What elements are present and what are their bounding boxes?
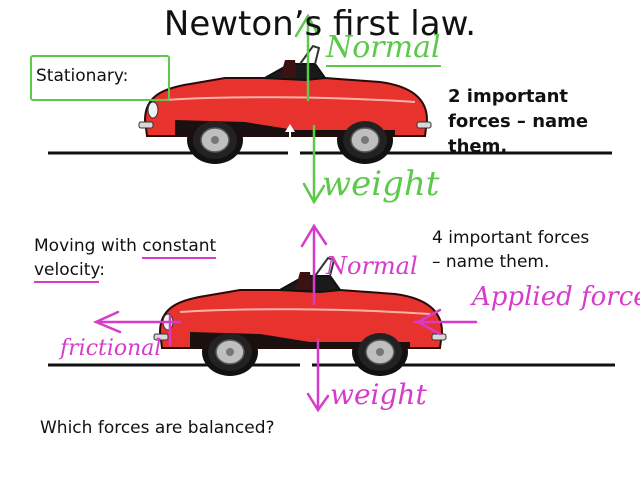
bottom-normal-label: Normal: [326, 252, 418, 280]
stationary-label: Stationary:: [36, 66, 129, 86]
bottom-weight-arrow: [306, 338, 330, 413]
top-weight-label: weight: [322, 164, 440, 204]
bottom-prompt-line-1: 4 important forces: [432, 228, 590, 248]
bottom-friction-label: frictional: [60, 336, 162, 361]
top-normal-arrow: [294, 13, 320, 102]
bottom-applied-force-arrow: [413, 308, 478, 336]
top-weight-arrow: [302, 124, 326, 205]
page-title: Newton’s first law.: [163, 4, 477, 44]
bottom-prompt-line-2: – name them.: [432, 252, 550, 272]
top-prompt-line-1: 2 important: [448, 86, 569, 107]
top-small-up-arrow: [285, 124, 295, 148]
moving-label-line-2: velocity:: [34, 260, 105, 283]
stationary-highlight-box: [30, 55, 170, 101]
balanced-question: Which forces are balanced?: [40, 418, 275, 438]
top-prompt-line-2: forces – name: [448, 111, 589, 132]
bottom-friction-arrow: [92, 310, 182, 347]
constant-underlined: constant: [142, 236, 217, 259]
bottom-applied-force-label: Applied force: [472, 282, 640, 312]
top-normal-label: Normal: [326, 30, 441, 67]
moving-label-line-1: Moving with constant: [34, 236, 217, 259]
bottom-normal-arrow: [300, 223, 328, 306]
bottom-weight-label: weight: [330, 378, 427, 411]
velocity-underlined: velocity: [34, 260, 100, 283]
top-prompt-line-3: them.: [448, 136, 508, 157]
